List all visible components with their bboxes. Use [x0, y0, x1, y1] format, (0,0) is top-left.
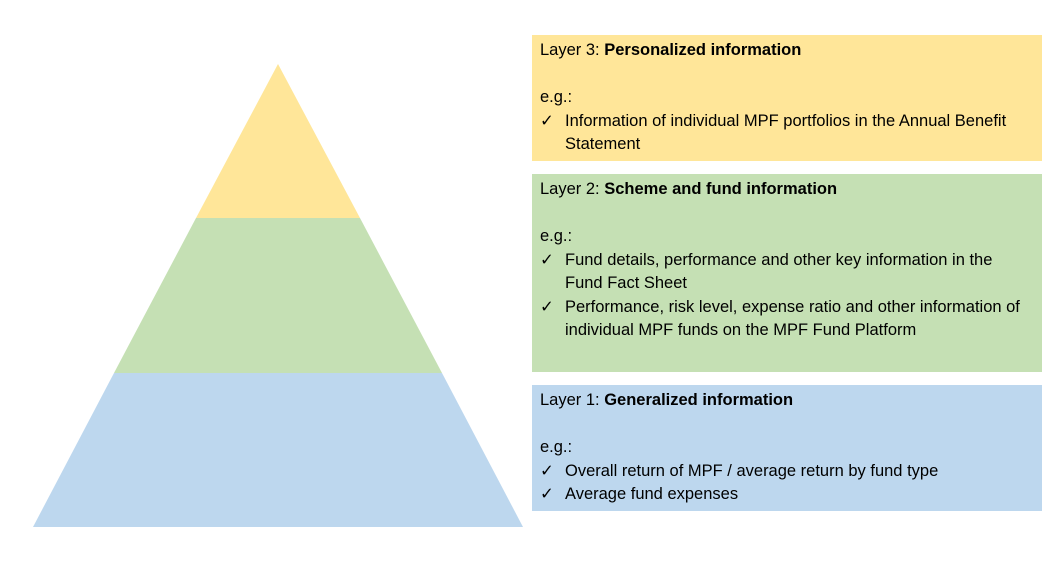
item-text: Average fund expenses [565, 485, 739, 503]
layer-2-heading: Layer 2: Scheme and fund information [540, 178, 1034, 202]
item-text: Overall return of MPF / average return b… [565, 461, 939, 480]
pyramid-diagram [33, 64, 523, 527]
check-icon: ✓ [540, 485, 554, 503]
check-icon: ✓ [540, 250, 554, 269]
item-text: Fund details, performance and other key … [565, 250, 993, 293]
item-text: Information of individual MPF portfolios… [565, 111, 1007, 154]
item-text: Performance, risk level, expense ratio a… [565, 297, 1020, 340]
list-item: ✓ Performance, risk level, expense ratio … [540, 296, 1034, 343]
layer-title: Scheme and fund information [604, 180, 838, 198]
list-item: ✓ Overall return of MPF / average return … [540, 460, 1034, 484]
check-icon: ✓ [540, 297, 554, 316]
layer-prefix: Layer 3: [540, 41, 605, 59]
eg-label: e.g.: [540, 227, 573, 245]
layer-prefix: Layer 1: [540, 391, 605, 409]
layer-3-box: Layer 3: Personalized information e.g.: … [532, 35, 1042, 161]
eg-label: e.g.: [540, 438, 573, 456]
layer-1-box: Layer 1: Generalized information e.g.: ✓… [532, 385, 1042, 511]
layer-title: Generalized information [604, 391, 794, 409]
layer-prefix: Layer 2: [540, 180, 605, 198]
pyramid-layer-1 [33, 373, 523, 527]
layer-title: Personalized information [604, 41, 802, 59]
layer-3-heading: Layer 3: Personalized information [540, 39, 1034, 63]
check-icon: ✓ [540, 461, 554, 480]
list-item: ✓ Fund details, performance and other key… [540, 249, 1034, 296]
eg-label: e.g.: [540, 88, 573, 106]
layer-2-box: Layer 2: Scheme and fund information e.g… [532, 174, 1042, 372]
check-icon: ✓ [540, 111, 554, 130]
layer-1-heading: Layer 1: Generalized information [540, 389, 1034, 413]
pyramid-layer-3 [196, 64, 360, 218]
list-item: ✓ Information of individual MPF portfolio… [540, 110, 1034, 157]
list-item: ✓ Average fund expenses [540, 483, 1034, 507]
pyramid-layer-2 [114, 218, 442, 373]
